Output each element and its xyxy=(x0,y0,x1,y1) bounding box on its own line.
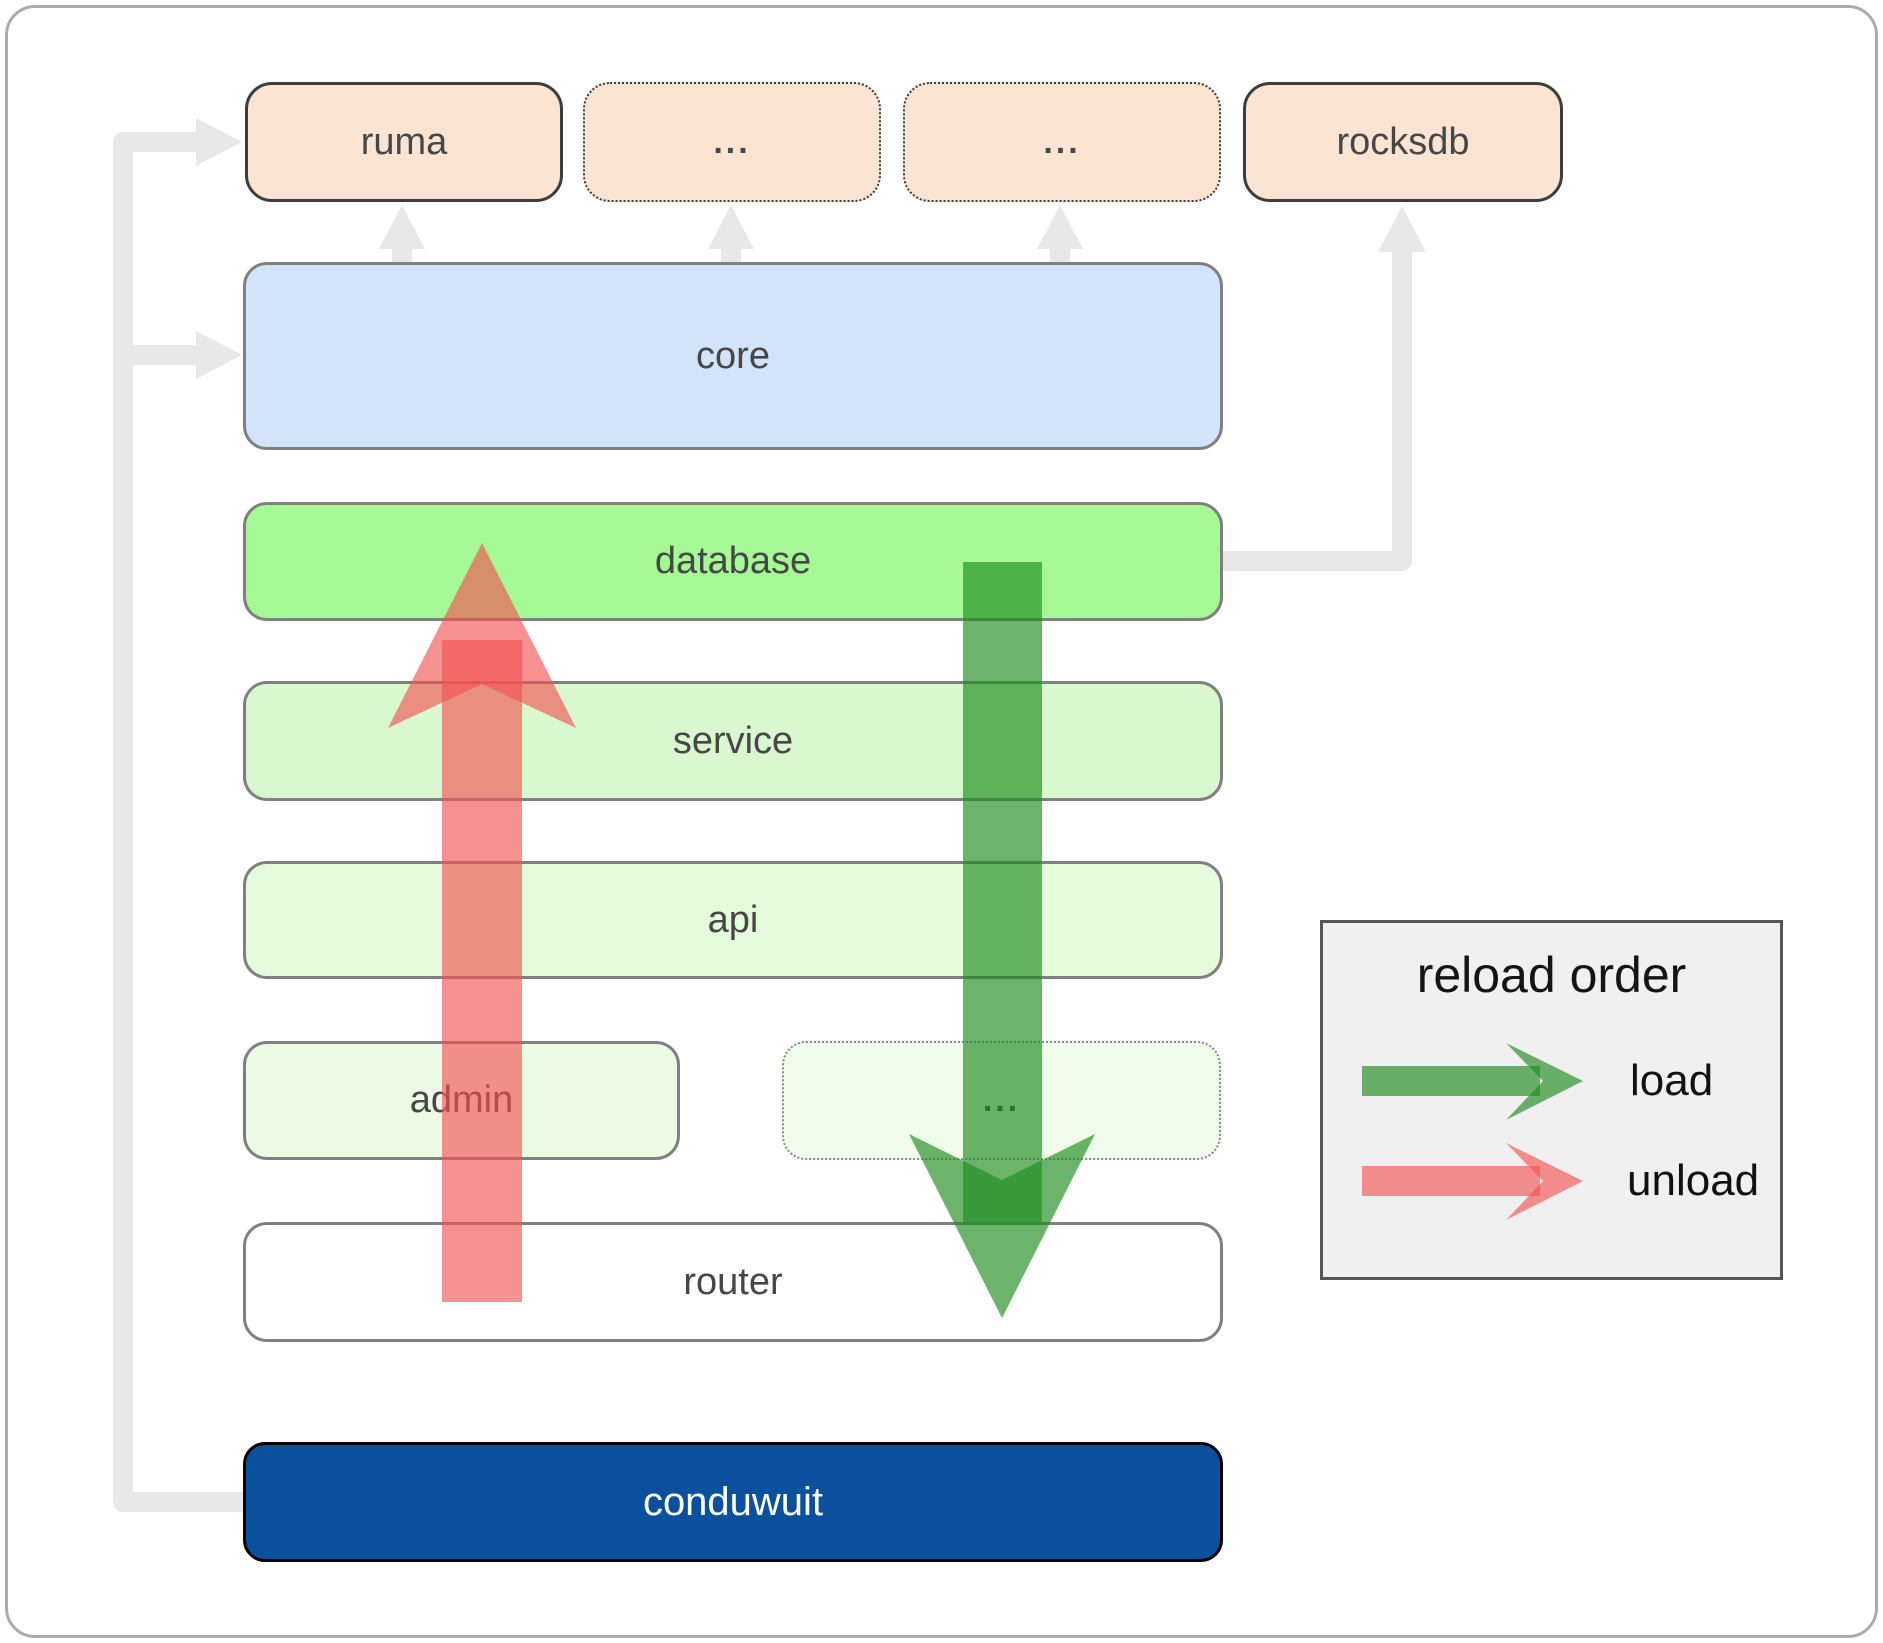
legend-box xyxy=(1320,920,1783,1280)
node-router-label: router xyxy=(683,1260,783,1303)
node-database-label: database xyxy=(654,540,812,582)
node-rocksdb: rocksdb xyxy=(1243,82,1563,202)
node-ellipsis-1: ... xyxy=(583,82,881,202)
conduwuit-trunk-connector xyxy=(113,132,243,1512)
arrowhead-to-core-icon xyxy=(196,331,242,379)
node-ellipsis-2: ... xyxy=(903,82,1221,202)
legend-load-arrow-shaft xyxy=(1362,1066,1540,1096)
database-rocksdb-connector xyxy=(1223,250,1412,571)
connector-lines xyxy=(113,132,1412,1512)
node-ruma: ruma xyxy=(245,82,563,202)
node-conduwuit-label: conduwuit xyxy=(642,1479,824,1524)
node-conduwuit: conduwuit xyxy=(243,1442,1223,1562)
node-service-label: service xyxy=(672,719,794,762)
arrowhead-core-more1-icon xyxy=(708,205,754,249)
unload-arrow xyxy=(388,543,576,1302)
unload-arrowhead-icon xyxy=(388,543,576,728)
unload-arrow-shaft xyxy=(442,640,522,1302)
connector-arrowheads xyxy=(196,118,1426,379)
load-arrow xyxy=(909,562,1095,1318)
node-database: database xyxy=(243,502,1223,621)
legend-unload-arrow-shaft xyxy=(1362,1166,1540,1196)
node-api: api xyxy=(243,861,1223,979)
legend-title: reload order xyxy=(1416,947,1687,1003)
legend-unload-arrowhead xyxy=(1506,1143,1583,1220)
node-ellipsis-1-label: ... xyxy=(713,122,751,161)
page-border-frame xyxy=(5,5,1878,1638)
node-ruma-label: ruma xyxy=(360,120,448,163)
node-core: core xyxy=(243,262,1223,450)
arrowhead-core-more2-icon xyxy=(1037,205,1083,249)
legend-load-arrow-icon xyxy=(1362,1043,1583,1120)
legend-unload-label: unload xyxy=(1627,1156,1760,1205)
load-arrow-shaft xyxy=(963,562,1042,1223)
legend-load-label: load xyxy=(1630,1056,1714,1105)
node-core-label: core xyxy=(696,334,770,377)
arrowhead-to-ruma-icon xyxy=(196,118,242,166)
load-arrowhead-icon xyxy=(909,1134,1095,1318)
node-api-label: api xyxy=(707,898,759,941)
node-rocksdb-label: rocksdb xyxy=(1336,120,1470,163)
node-ellipsis-2-label: ... xyxy=(1043,122,1081,161)
legend-load-arrowhead xyxy=(1506,1043,1583,1120)
arrowhead-to-rocksdb-icon xyxy=(1378,206,1426,252)
arrowhead-core-ruma-icon xyxy=(379,205,425,249)
legend-unload-arrow-icon xyxy=(1362,1143,1583,1220)
node-router: router xyxy=(243,1222,1223,1342)
